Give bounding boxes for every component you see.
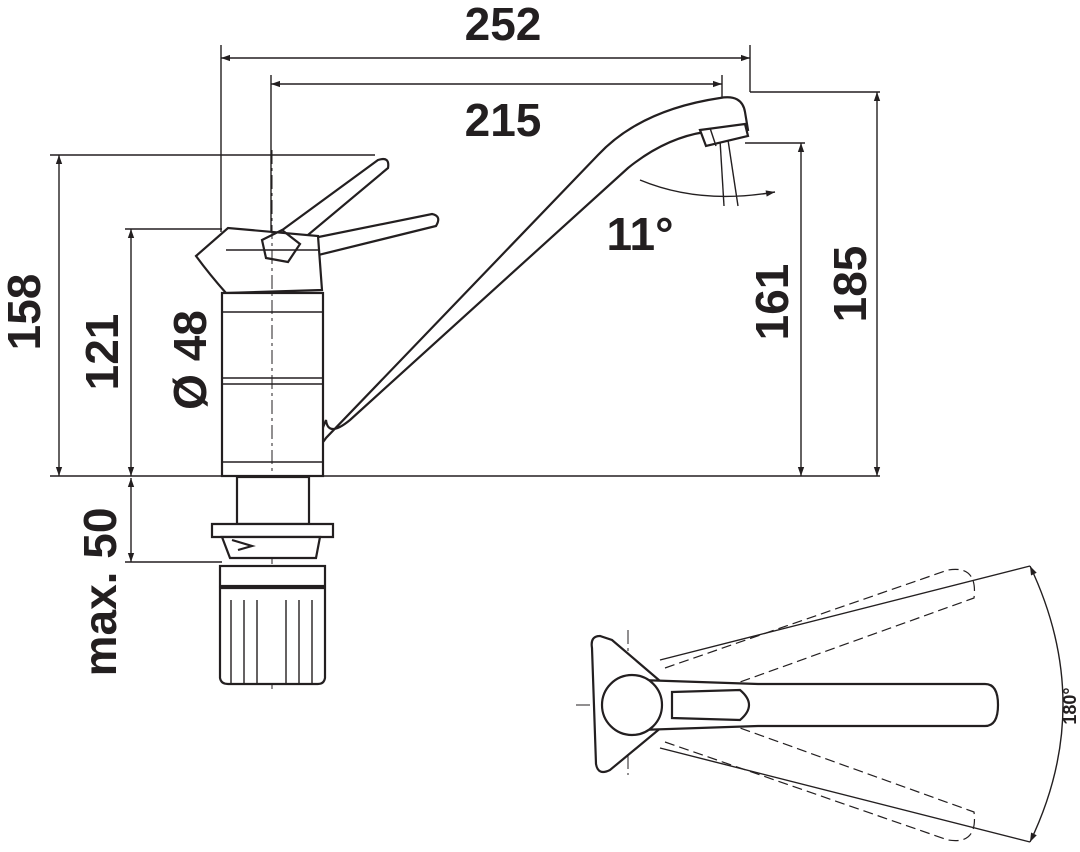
side-view: [50, 45, 881, 690]
lever-position-right: [664, 709, 976, 842]
label-252: 252: [465, 0, 542, 50]
label-158: 158: [0, 274, 50, 351]
label-180-degrees: 180°: [1060, 687, 1080, 724]
spout-aerator: [698, 122, 750, 148]
label-max-50: max. 50: [74, 508, 126, 677]
label-48: Ø 48: [164, 310, 216, 410]
label-161: 161: [746, 264, 798, 341]
top-view: [576, 565, 1064, 843]
mounting-shank: [235, 475, 311, 526]
mounting-nut-ring: [218, 564, 327, 588]
mounting-flange: [210, 522, 335, 539]
mounting-bracket: [220, 535, 322, 560]
spout: [316, 96, 750, 446]
tilt-arc: [639, 179, 776, 198]
lever-top: [638, 678, 1000, 732]
label-121: 121: [76, 314, 128, 391]
label-215: 215: [465, 94, 542, 146]
lever-housing: [194, 226, 324, 295]
label-11-degrees: 11°: [606, 208, 673, 260]
swivel-arc: [1029, 565, 1064, 843]
mounting-nut: [218, 586, 327, 686]
label-185: 185: [824, 246, 876, 323]
lever-lowered: [282, 212, 440, 264]
lever-position-left: [664, 568, 976, 701]
lever-pivot: [600, 673, 664, 737]
